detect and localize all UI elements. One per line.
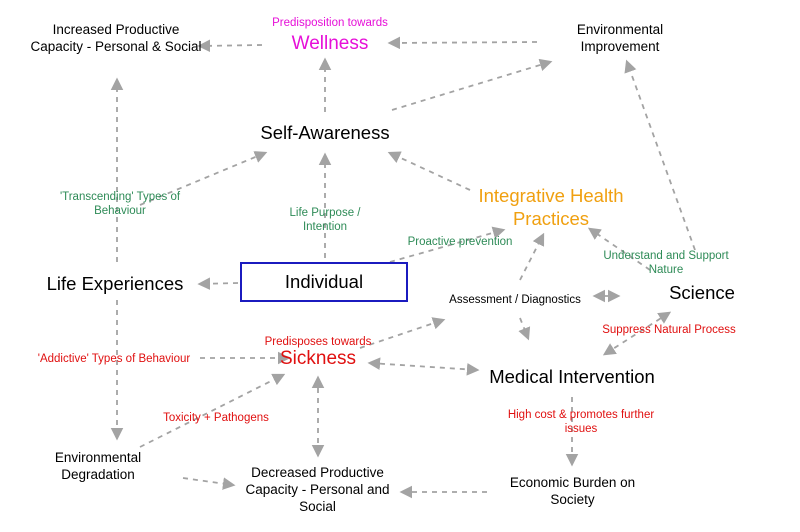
increased-capacity-node: Increased Productive Capacity - Personal… <box>30 22 202 54</box>
arrow-assessment-to-integrative <box>519 232 545 281</box>
arrow-envdegrade-to-decreased <box>182 477 236 490</box>
arrow-science-to-integrative <box>587 227 651 271</box>
toxicity-pathogens-label: Toxicity + Pathogens <box>163 412 269 424</box>
environmental-improvement-node: Environmental Improvement <box>576 22 664 54</box>
proactive-prevention-label: Proactive prevention <box>407 236 513 248</box>
arrow-science-medical <box>602 311 672 356</box>
life-purpose-label: Life Purpose / Intention <box>289 207 361 234</box>
sickness-node: Sickness <box>279 348 357 369</box>
arrow-individual-to-life <box>197 277 239 291</box>
arrow-selfaware-to-envimprove <box>391 58 553 111</box>
wellness-node: Wellness <box>291 33 369 54</box>
environmental-degradation-node: Environmental Degradation <box>54 450 142 482</box>
arrow-science-to-envimprove <box>624 59 696 251</box>
economic-burden-node: Economic Burden on Society <box>509 475 636 507</box>
transcending-behaviour-label: 'Transcending' Types of Behaviour <box>59 191 181 218</box>
individual-label: Individual <box>284 271 364 292</box>
individual-node: Individual <box>240 262 408 302</box>
suppress-natural-process-label: Suppress Natural Process <box>602 324 736 336</box>
addictive-behaviour-label: 'Addictive' Types of Behaviour <box>37 353 191 365</box>
life-experiences-node: Life Experiences <box>46 273 184 294</box>
integrative-health-practices-node: Integrative Health Practices <box>478 185 624 230</box>
arrow-sickness-to-assessment <box>359 317 446 349</box>
arrow-wellness-to-increased <box>197 39 263 53</box>
sickness-predisposes-label: Predisposes towards <box>264 336 372 348</box>
science-node: Science <box>669 282 735 303</box>
arrow-life-to-selfaware <box>139 151 268 206</box>
arrow-envimprove-to-wellness <box>387 36 538 50</box>
arrow-assessment-to-medical <box>518 317 531 341</box>
high-cost-label: High cost & promotes further issues <box>507 409 655 436</box>
arrow-envdegrade-to-sickness <box>139 373 286 448</box>
self-awareness-node: Self-Awareness <box>260 122 390 143</box>
arrow-sickness-medical <box>367 357 480 376</box>
arrow-integrative-to-selfaware <box>387 151 471 191</box>
wellness-predisposition-label: Predisposition towards <box>272 17 388 29</box>
understand-support-nature-label: Understand and Support Nature <box>603 250 729 277</box>
decreased-capacity-node: Decreased Productive Capacity - Personal… <box>245 465 390 514</box>
medical-intervention-node: Medical Intervention <box>489 366 655 387</box>
assessment-diagnostics-node: Assessment / Diagnostics <box>449 294 581 306</box>
